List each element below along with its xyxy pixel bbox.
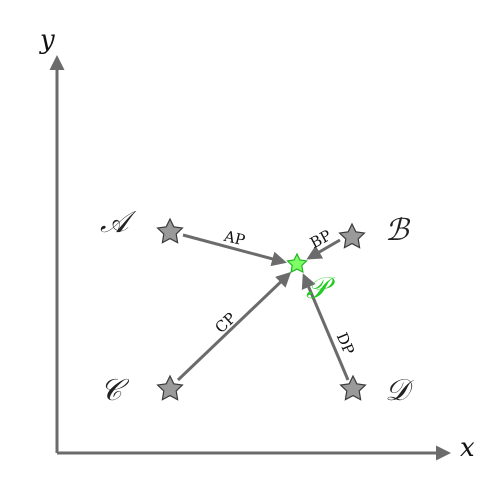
- point-label-a: 𝒜: [100, 205, 137, 240]
- point-label-p: 𝒫: [306, 271, 336, 306]
- arrow-ap: [182, 233, 287, 267]
- star-icon: [286, 252, 308, 274]
- x-axis-label: x: [460, 433, 475, 463]
- star-icon: [156, 374, 184, 401]
- edge-label-bp: BP: [307, 226, 334, 252]
- star-icon: [338, 222, 366, 249]
- point-label-c: 𝒞: [100, 373, 130, 408]
- edge-label-cp: CP: [211, 309, 239, 337]
- star-icon: [339, 374, 367, 401]
- star-icon: [156, 217, 184, 244]
- point-label-d: 𝒟: [385, 373, 414, 408]
- arrow-bp: [306, 238, 341, 260]
- y-axis-label: y: [39, 25, 55, 55]
- arrow-cp: [176, 271, 292, 382]
- point-label-b: ℬ: [385, 213, 411, 248]
- edge-label-ap: AP: [221, 227, 247, 250]
- arrow-dp: [301, 273, 350, 381]
